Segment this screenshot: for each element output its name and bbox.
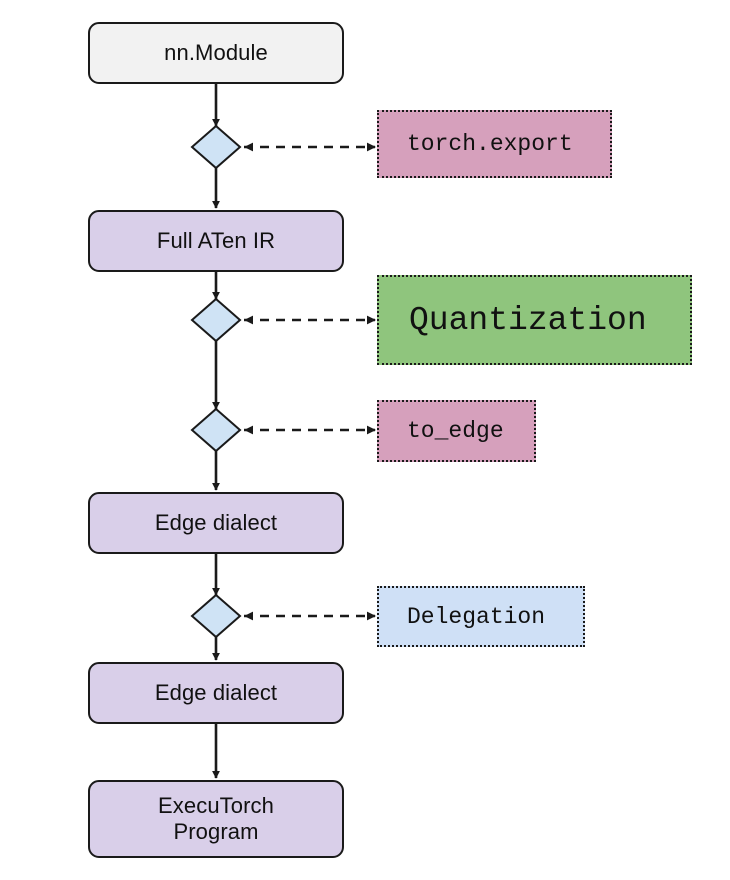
node-edge_dialect_2: Edge dialect (88, 662, 344, 724)
link-to-edge-head-left (244, 425, 253, 435)
annotation-label-delegation: Delegation (407, 603, 546, 630)
annotation-label-quantization: Quantization (409, 301, 647, 339)
node-full_aten_ir: Full ATen IR (88, 210, 344, 272)
node-edge_dialect_1: Edge dialect (88, 492, 344, 554)
annotation-quantization: Quantization (377, 275, 692, 365)
decision-diamond_quantization (190, 297, 242, 343)
annotation-torch_export: torch.export (377, 110, 612, 178)
link-quantization-head-left (244, 315, 253, 325)
decision-diamond_export (190, 124, 242, 170)
link-delegation-head-left (244, 611, 253, 621)
node-executorch: ExecuTorch Program (88, 780, 344, 858)
link-torch-export-head-left (244, 142, 253, 152)
annotation-label-to_edge: to_edge (407, 418, 504, 444)
decision-diamond_delegation (190, 593, 242, 639)
annotation-label-torch_export: torch.export (407, 131, 573, 157)
annotation-to_edge: to_edge (377, 400, 536, 462)
node-nn_module: nn.Module (88, 22, 344, 84)
decision-diamond_to_edge (190, 407, 242, 453)
annotation-delegation: Delegation (377, 586, 585, 647)
